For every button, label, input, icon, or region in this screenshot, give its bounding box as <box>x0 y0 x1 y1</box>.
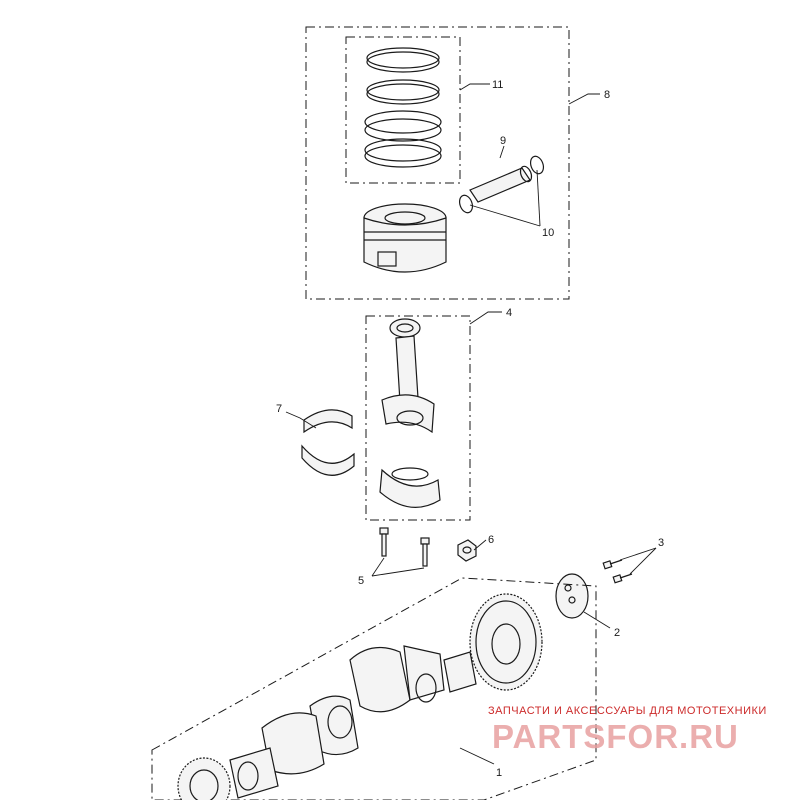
ring-set-box <box>345 36 461 184</box>
watermark-logo: PARTSFOR.RU <box>492 718 739 755</box>
callout-11: 11 <box>492 79 503 91</box>
callout-5: 5 <box>358 575 364 587</box>
conrod-group-box <box>365 315 471 521</box>
callout-1: 1 <box>496 767 502 779</box>
crank-sprocket <box>177 757 231 800</box>
leader-line-1 <box>459 747 495 765</box>
connecting-rod <box>381 318 435 434</box>
conrod-nut <box>457 539 477 562</box>
leader-line-7 <box>285 411 317 429</box>
callout-2: 2 <box>614 627 620 639</box>
flange-bolt <box>612 573 633 584</box>
piston-group-box <box>305 26 570 300</box>
callout-6: 6 <box>488 534 494 546</box>
leader-line-5b <box>371 567 425 577</box>
circlip <box>529 155 545 175</box>
piston-pin <box>469 165 533 203</box>
leader-line-2 <box>583 611 611 629</box>
leader-line-10a <box>536 169 541 227</box>
callout-8: 8 <box>604 89 610 101</box>
conrod-bolt <box>379 527 389 557</box>
leader-line-11 <box>459 83 490 91</box>
callout-9: 9 <box>500 135 506 147</box>
bearing-shells <box>301 409 355 476</box>
circlip <box>458 194 474 214</box>
crankshaft-gear <box>469 593 543 691</box>
crankshaft <box>229 645 477 799</box>
leader-line-10b <box>469 204 541 227</box>
leader-line-4 <box>469 311 502 325</box>
leader-line-3a <box>619 547 657 561</box>
timing-plate <box>555 573 589 619</box>
callout-4: 4 <box>506 307 512 319</box>
leader-line-9 <box>499 145 505 159</box>
piston-rings <box>364 47 442 168</box>
leader-line-6 <box>473 539 487 551</box>
conrod-bolt <box>420 537 430 567</box>
leader-line-5a <box>371 557 385 577</box>
leader-line-8 <box>568 93 600 105</box>
piston <box>363 203 447 273</box>
flange-bolt <box>602 559 623 570</box>
leader-line-3b <box>629 547 657 575</box>
callout-10: 10 <box>542 227 554 239</box>
watermark-tagline: ЗАПЧАСТИ И АКСЕССУАРЫ ДЛЯ МОТОТЕХНИКИ <box>488 705 767 717</box>
conrod-cap <box>379 467 441 508</box>
callout-7: 7 <box>276 403 282 415</box>
callout-3: 3 <box>658 537 664 549</box>
